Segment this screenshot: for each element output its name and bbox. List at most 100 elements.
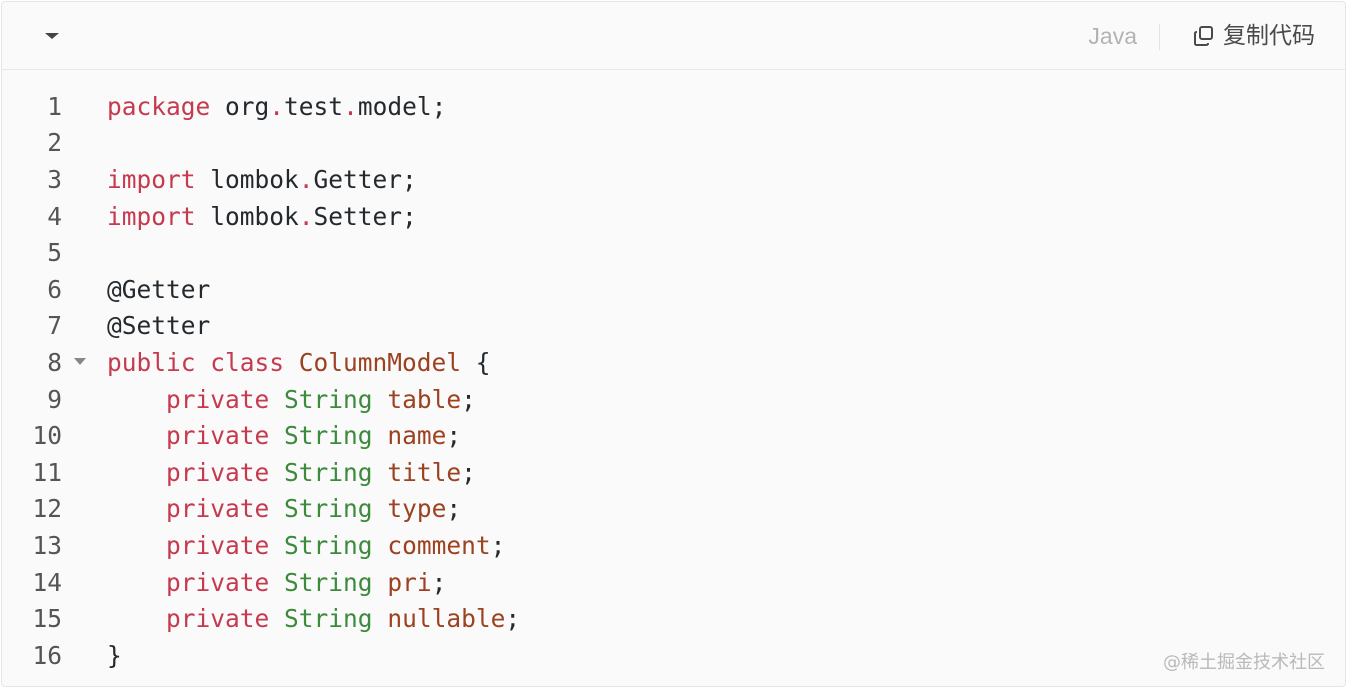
line-number: 12 [32,494,62,524]
code-token [269,604,284,633]
collapse-button[interactable] [40,24,64,48]
code-token: . [269,91,285,121]
code-line: 1 package org.test.model; [2,88,1345,125]
line-number: 13 [32,530,62,560]
line-number: 9 [47,384,62,414]
code-token [284,348,299,377]
code-line: 2 [2,125,1345,162]
code-token [373,421,388,450]
code-token [269,494,284,523]
code-token: ; [431,567,447,597]
copy-code-label: 复制代码 [1223,23,1315,49]
code-token: pri [387,567,432,597]
line-code: import lombok.Setter; [107,202,417,231]
code-token [373,494,388,523]
language-label: Java [1088,23,1137,49]
code-token: @Getter [107,274,211,304]
code-token: model; [357,91,447,121]
code-line: 7@Setter [2,308,1345,345]
copy-code-button[interactable]: 复制代码 [1193,20,1315,52]
code-token: public class [107,347,285,377]
code-token: name [387,421,447,451]
line-number: 3 [47,164,62,194]
watermark: @稀土掘金技术社区 [1163,652,1325,673]
line-number: 11 [32,457,62,487]
line-code: private String nullable; [107,604,520,633]
code-token: Setter; [313,201,417,231]
code-token [373,458,388,487]
code-token: test [284,91,344,121]
code-token [373,604,388,633]
code-token [269,421,284,450]
code-body[interactable]: 1 package org.test.model; 2 3 import lombok.… [2,88,1345,674]
code-token: String [284,494,373,524]
code-line: 6 @Getter [2,271,1345,308]
code-token: private [107,384,270,414]
line-number: 1 [47,91,62,121]
chevron-down-icon [45,33,59,39]
code-token: String [284,530,373,560]
line-code: private String table; [107,385,476,414]
line-number: 15 [32,604,62,634]
code-token: table [387,384,462,414]
code-token: comment [387,530,491,560]
code-token: Getter; [313,164,417,194]
code-line: 11 private String title; [2,454,1345,491]
line-code: private String name; [107,421,461,450]
code-line: 10 private String name; [2,417,1345,454]
code-line: 5 [2,234,1345,271]
code-token: String [284,421,373,451]
fold-arrow-icon[interactable] [74,358,86,366]
code-token [373,568,388,597]
code-token: lombok [195,201,299,231]
line-code: private String pri; [107,568,446,597]
line-number: 5 [47,238,62,268]
code-token: private [107,567,270,597]
line-number: 6 [47,274,62,304]
code-token: org [210,91,270,121]
code-token: import [107,164,196,194]
code-line: 13 private String comment; [2,527,1345,564]
code-token: . [343,91,358,121]
line-number: 2 [47,128,62,158]
code-token: ; [505,604,521,634]
code-token: { [461,347,491,377]
code-line: 3 import lombok.Getter; [2,161,1345,198]
code-token: private [107,604,270,634]
copy-icon [1194,26,1213,46]
code-token: lombok [195,164,299,194]
line-code: import lombok.Getter; [107,165,417,194]
line-code: private String title; [107,458,476,487]
line-code: private String type; [107,494,461,523]
code-token: ; [461,384,476,414]
code-token: type [387,494,447,524]
line-number: 10 [32,421,62,451]
code-token: ColumnModel [298,347,462,377]
line-number: 8 [47,347,62,377]
code-token: . [298,201,314,231]
code-line: 8 public class ColumnModel { [2,344,1345,381]
code-token [373,385,388,414]
code-token: private [107,530,270,560]
code-token: . [298,164,314,194]
code-token: ; [446,494,462,524]
line-number: 4 [47,201,62,231]
line-number: 14 [32,567,62,597]
code-token: String [284,604,373,634]
code-block-header: Java 复制代码 [2,2,1345,70]
header-divider [1159,24,1160,50]
code-line: 9 private String table; [2,381,1345,418]
code-token: ; [446,421,462,451]
code-token: } [107,640,122,670]
code-token: String [284,567,373,597]
code-token [269,568,284,597]
line-number: 16 [32,640,62,670]
code-token: title [387,457,462,487]
line-code: package org.test.model; [107,92,446,121]
code-token: import [107,201,196,231]
code-token [269,458,284,487]
line-code: public class ColumnModel { [107,348,491,377]
code-line: 15 private String nullable; [2,600,1345,637]
code-line: 14 private String pri; [2,564,1345,601]
